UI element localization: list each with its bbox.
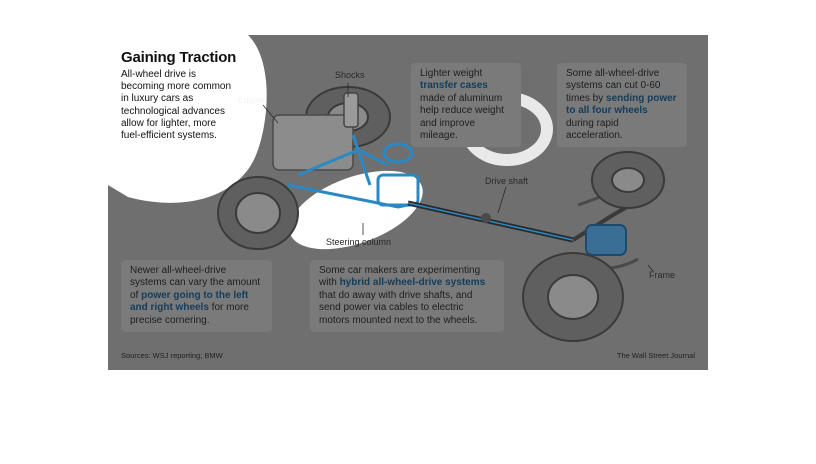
callout-acceleration-highlight: sending power to all four wheels xyxy=(566,92,677,117)
publisher-credit: The Wall Street Journal xyxy=(616,351,695,360)
label-steering-column: Steering column xyxy=(326,237,392,247)
engine-block xyxy=(272,114,354,171)
drivetrain-illustration xyxy=(108,35,665,342)
leader-lines xyxy=(262,83,654,272)
intro-text: All-wheel drive is becoming more common … xyxy=(121,69,232,142)
rear-differential xyxy=(585,224,627,256)
infographic-title: Gaining Traction xyxy=(121,49,237,66)
callout-hybrid-post: that do away with drive shafts, and send… xyxy=(319,289,478,326)
label-shocks: Shocks xyxy=(335,70,365,80)
label-drive-shaft: Drive shaft xyxy=(485,176,529,186)
callout-hybrid: Some car makers are experimenting with h… xyxy=(310,260,504,333)
callout-acceleration-post: during rapid acceleration. xyxy=(566,117,623,142)
white-brush-blob-steering xyxy=(289,170,423,250)
callout-hybrid-highlight: hybrid all-wheel-drive systems xyxy=(339,277,486,289)
callout-cornering-post: for more precise cornering. xyxy=(130,302,249,326)
callout-transfer-pre: Lighter weight xyxy=(420,68,483,79)
callout-transfer-highlight: transfer cases xyxy=(420,80,488,92)
callout-acceleration-pre: Some all-wheel-drive systems can cut 0-6… xyxy=(566,68,661,104)
rear-left-wheel xyxy=(522,252,624,342)
callout-transfer-post: made of aluminum help reduce weight and … xyxy=(420,92,504,142)
label-engine: Engine xyxy=(238,95,265,105)
rear-right-wheel xyxy=(591,151,665,209)
callout-cornering: Newer all-wheel-drive systems can vary t… xyxy=(121,260,272,333)
callout-cornering-highlight: power going to the left and right wheels xyxy=(130,289,249,314)
callout-acceleration: Some all-wheel-drive systems can cut 0-6… xyxy=(557,63,687,148)
front-left-wheel xyxy=(217,176,299,250)
label-frame: Frame xyxy=(649,270,676,280)
callout-transfer-cases: Lighter weight transfer cases made of al… xyxy=(411,63,521,148)
callout-hybrid-pre: Some car makers are experimenting with xyxy=(319,265,481,289)
front-shock xyxy=(343,92,359,128)
sources-note: Sources: WSJ reporting; BMW xyxy=(121,351,223,360)
infographic-panel: Gaining Traction All-wheel drive is beco… xyxy=(108,35,708,370)
white-brush-blob-top-left xyxy=(108,35,267,203)
callout-cornering-pre: Newer all-wheel-drive systems can vary t… xyxy=(130,265,261,301)
